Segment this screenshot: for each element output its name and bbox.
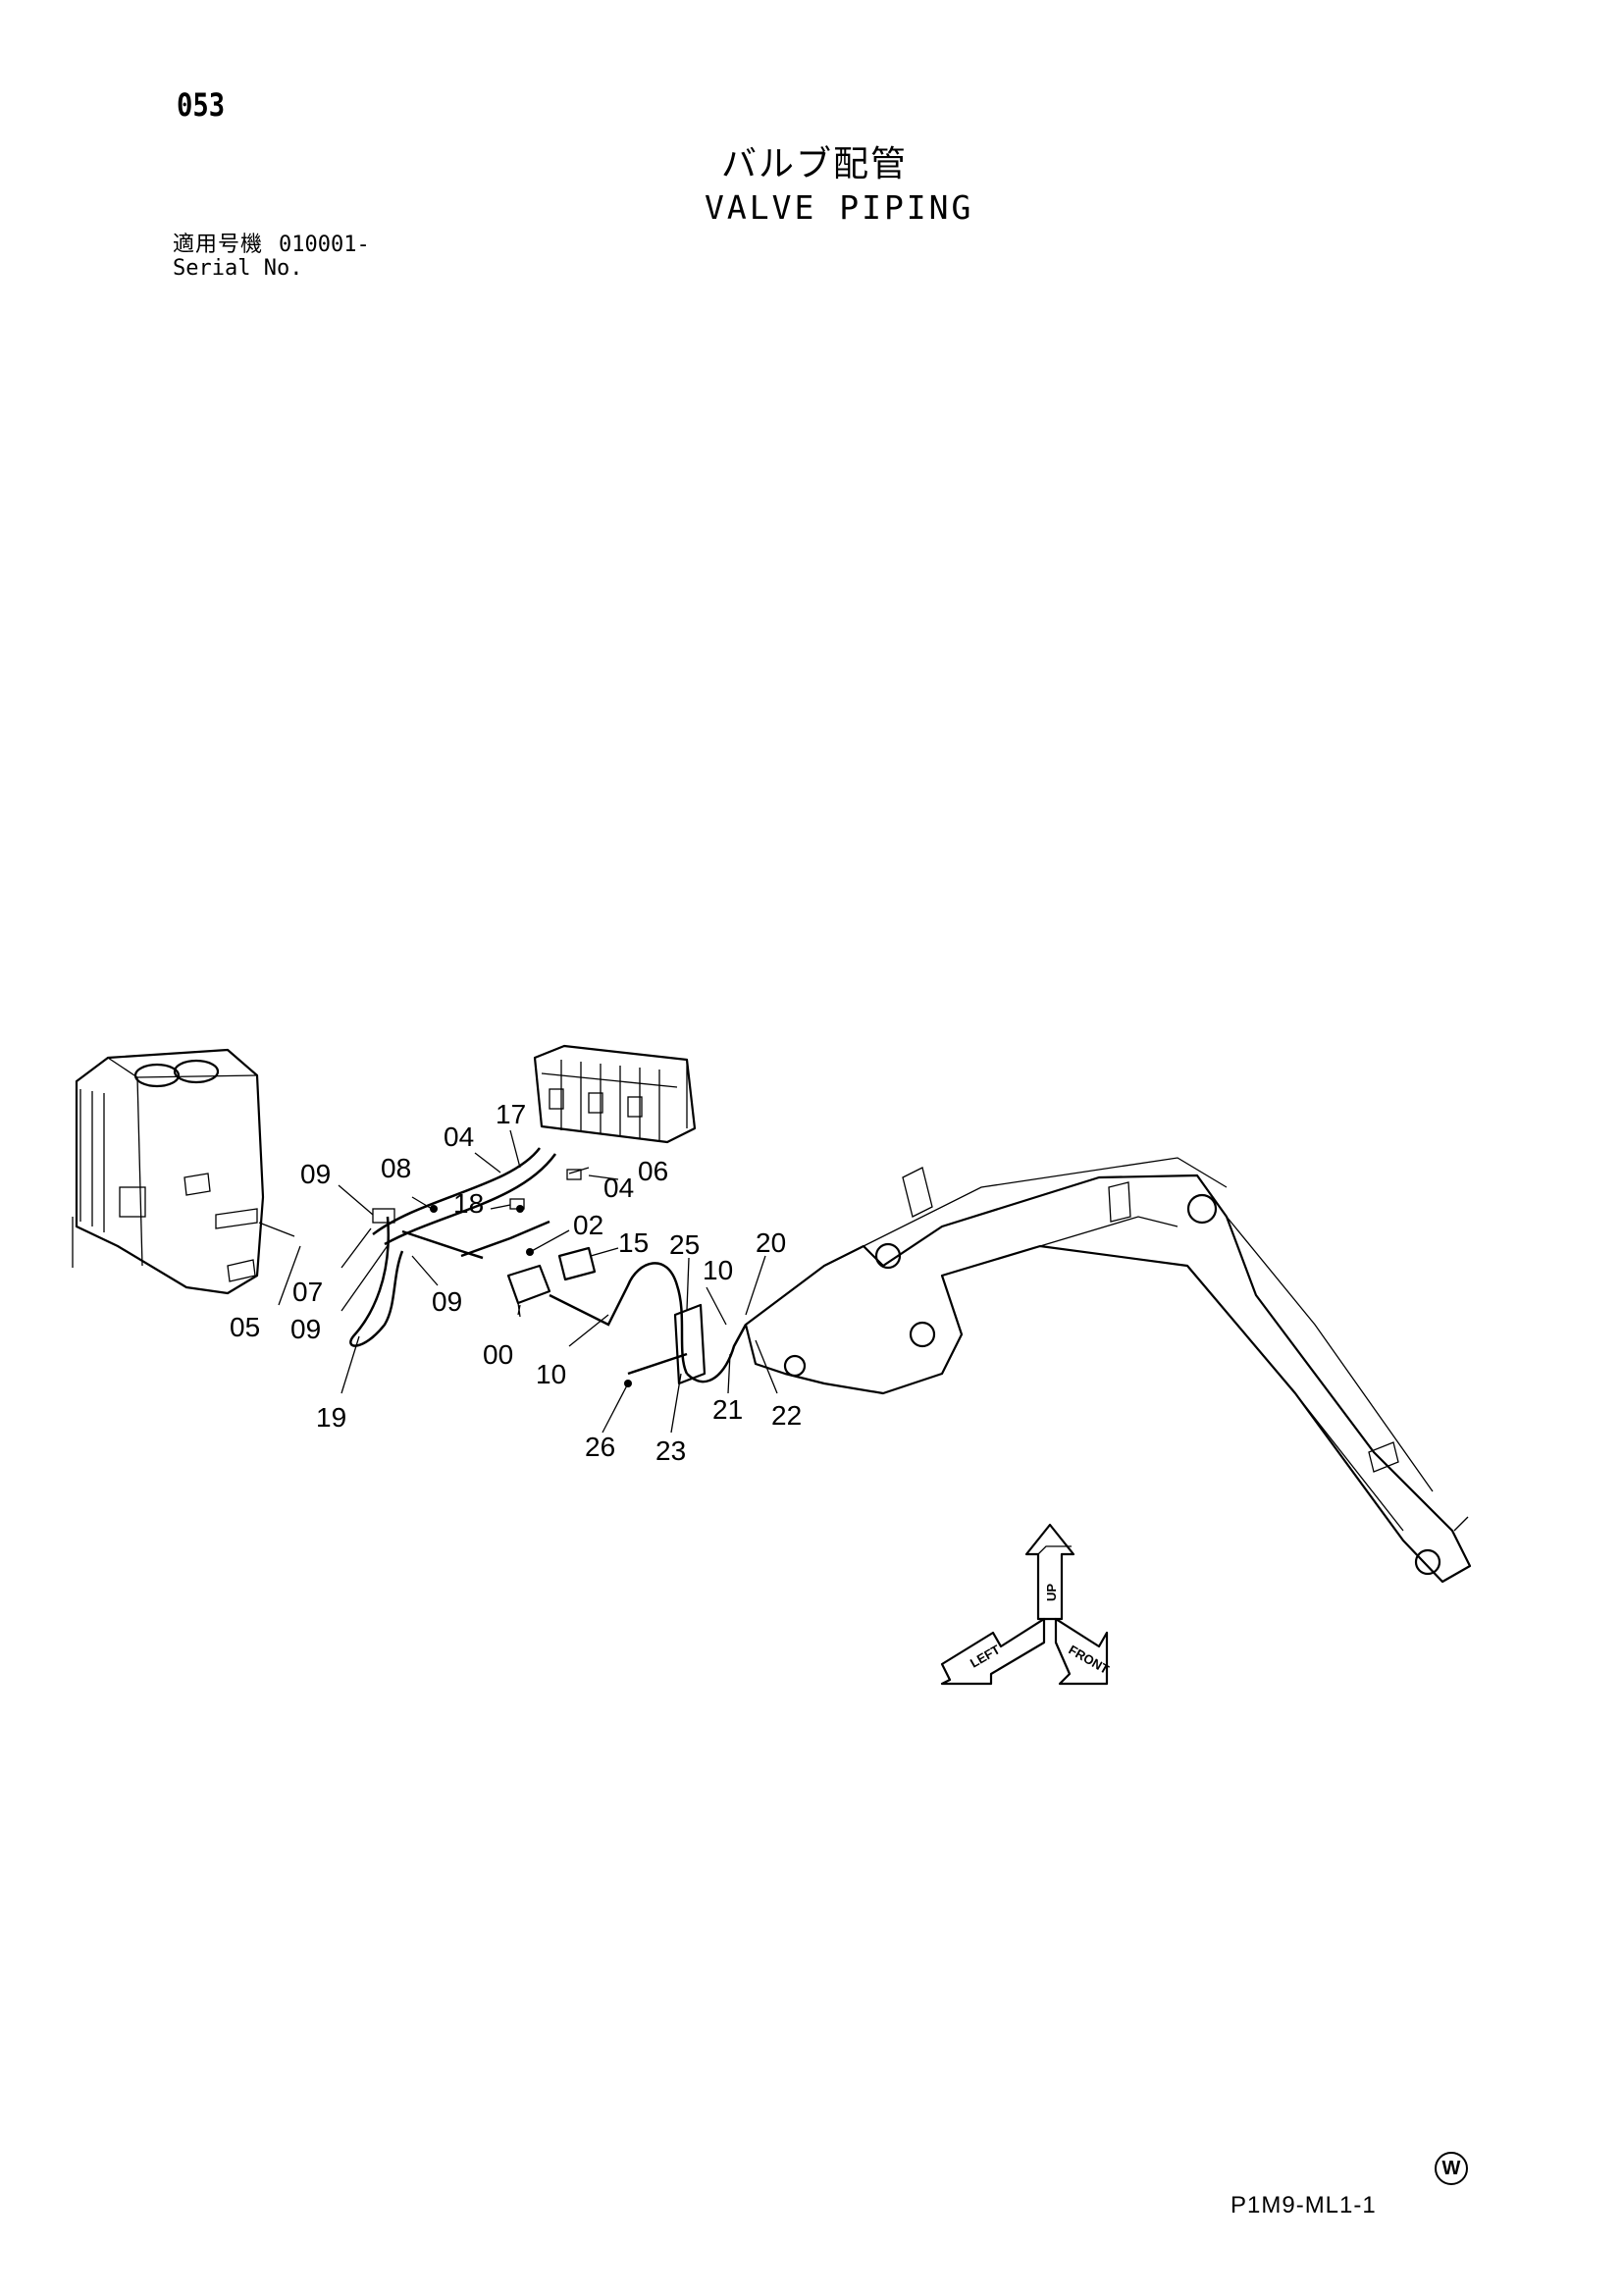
direction-label-front: FRONT xyxy=(1067,1643,1112,1677)
callout-10-a: 10 xyxy=(703,1255,733,1285)
callout-09-b: 09 xyxy=(432,1286,462,1317)
serial-value: 010001- xyxy=(279,233,370,257)
callout-04-b: 04 xyxy=(603,1173,634,1203)
callout-04-a: 04 xyxy=(444,1122,474,1152)
boom-arm xyxy=(744,1157,1472,1584)
callout-21: 21 xyxy=(712,1394,743,1425)
callout-09-a: 09 xyxy=(300,1159,331,1189)
callout-17: 17 xyxy=(496,1099,526,1129)
serial-label-en: Serial No. xyxy=(173,256,303,281)
bracket-and-block xyxy=(506,1246,597,1318)
serial-label-jp: 適用号機 xyxy=(173,233,264,257)
direction-label-up: UP xyxy=(1044,1584,1059,1601)
watermark-circle: W xyxy=(1435,2152,1468,2185)
callout-25: 25 xyxy=(669,1229,700,1260)
leader-lines xyxy=(278,1129,778,1434)
callout-00: 00 xyxy=(483,1339,513,1370)
callout-08: 08 xyxy=(381,1153,411,1183)
control-valve xyxy=(533,1044,697,1144)
boom-hoses xyxy=(549,1262,748,1385)
callout-26: 26 xyxy=(585,1432,615,1462)
drawing-code: P1M9-ML1-1 xyxy=(1230,2192,1377,2218)
callout-10-b: 10 xyxy=(536,1359,566,1389)
page-number: 053 xyxy=(177,86,226,124)
callouts: 04 17 09 08 18 04 06 02 15 25 20 10 07 0… xyxy=(230,1099,802,1466)
serial-line-jp: 適用号機 010001- xyxy=(173,234,370,257)
callout-22: 22 xyxy=(771,1400,802,1431)
callout-23: 23 xyxy=(655,1435,686,1466)
pilot-hoses xyxy=(349,1147,582,1347)
callout-05: 05 xyxy=(230,1312,260,1342)
callout-15: 15 xyxy=(618,1227,649,1258)
title-english: VALVE PIPING xyxy=(705,188,974,227)
serial-block: 適用号機 010001- Serial No. xyxy=(173,234,370,281)
callout-19: 19 xyxy=(316,1402,346,1433)
title-japanese: バルブ配管 xyxy=(721,144,909,184)
hydraulic-tank xyxy=(72,1048,295,1295)
callout-06: 06 xyxy=(638,1156,668,1186)
callout-09-c: 09 xyxy=(290,1314,321,1344)
callout-07: 07 xyxy=(292,1277,323,1307)
callout-18: 18 xyxy=(453,1188,484,1219)
callout-20: 20 xyxy=(756,1227,786,1258)
callout-02: 02 xyxy=(573,1210,603,1240)
direction-indicator: UP LEFT FRONT xyxy=(940,1523,1112,1686)
